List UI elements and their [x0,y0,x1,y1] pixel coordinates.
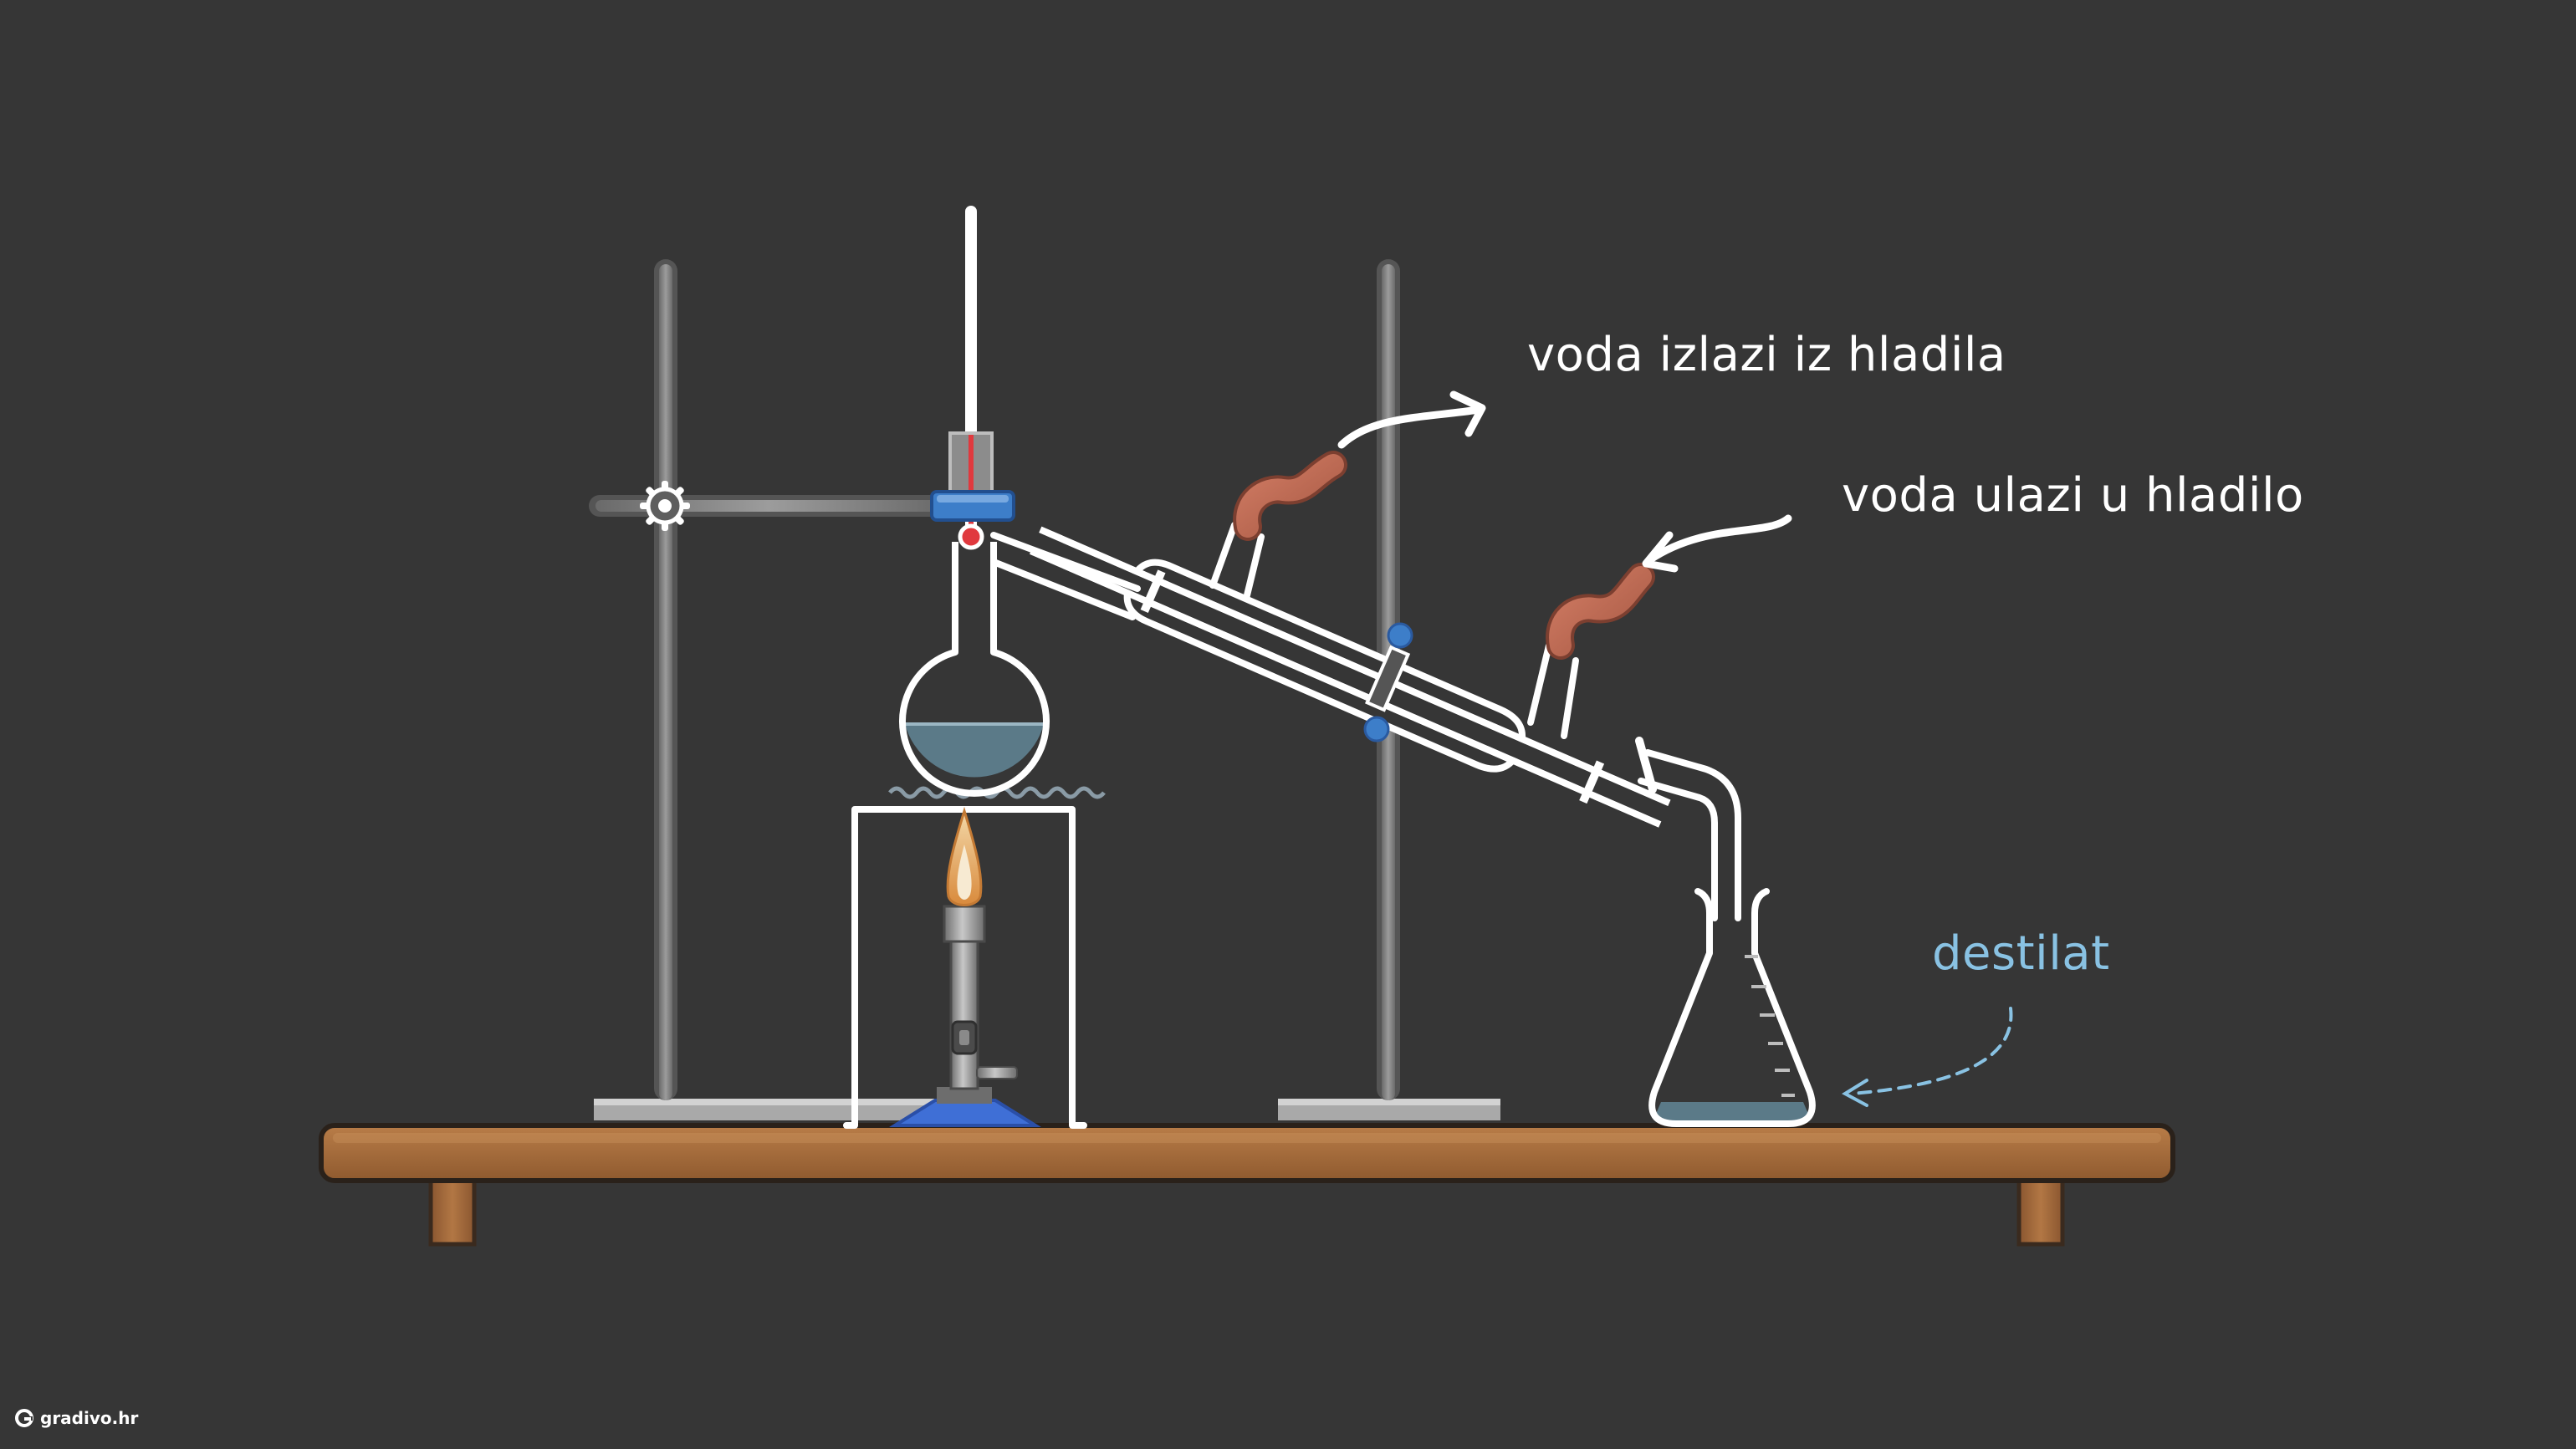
burner-base [889,1099,1041,1127]
condenser-clamp [1363,622,1413,742]
distillate-liquid [1654,1102,1810,1124]
brand-watermark: gradivo.hr [13,1406,138,1431]
clamp-screw-icon [1387,622,1413,649]
table-top [319,1123,2175,1183]
graduation-marks [1745,955,1795,1097]
condenser-outlet-nozzle [1209,522,1265,602]
brand-name: gradivo.hr [40,1408,139,1428]
gradivo-logo-icon [15,1409,33,1427]
distillate-label: destilat [1932,926,2110,981]
left-retort-stand [589,259,945,1120]
lab-table [319,1123,2175,1247]
table-leg-right [2016,1175,2065,1247]
thermometer [948,206,994,550]
receiver-adapter [1635,737,1741,921]
arrow-in-icon [1642,514,1792,573]
water-out-label: voda izlazi iz hladila [1527,328,2006,382]
erlenmeyer-flask [1648,888,1816,1127]
flask-liquid [905,724,1044,778]
boss-head-icon [640,481,690,531]
round-bottom-flask [899,532,1141,797]
gas-inlet [976,1066,1018,1079]
table-leg-left [428,1175,477,1247]
dashed-arrow-icon [1841,1007,2013,1107]
water-in-label: voda ulazi u hladilo [1842,468,2304,523]
arrow-out-icon [1337,390,1486,449]
bunsen-burner [889,806,1041,1127]
clamp-screw-icon [1363,716,1390,742]
thermometer-bulb [958,523,984,550]
liebig-condenser [1030,526,1671,828]
condenser-inlet-nozzle [1527,642,1579,739]
